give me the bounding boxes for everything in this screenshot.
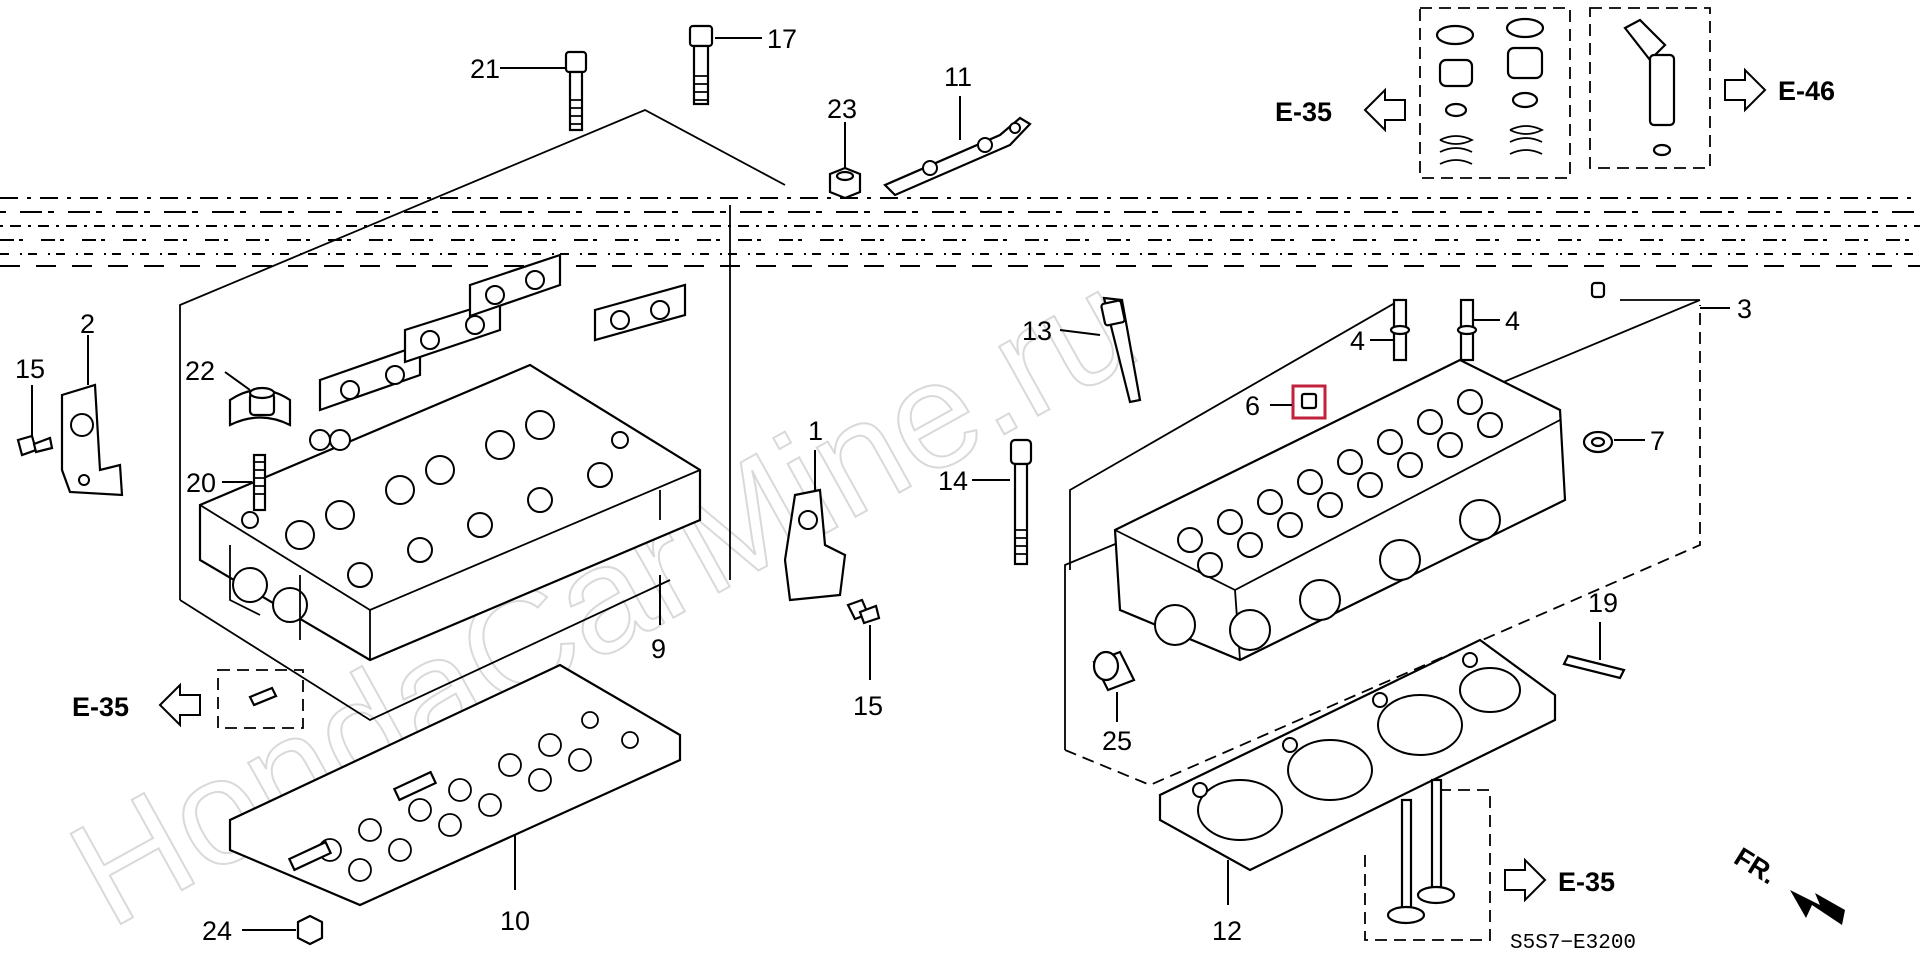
callout-12: 12 xyxy=(1212,916,1242,946)
callout-7: 7 xyxy=(1650,426,1665,456)
stud-20 xyxy=(252,453,267,512)
callout-17: 17 xyxy=(767,24,797,54)
arrow-e35-top[interactable]: E-35 xyxy=(1275,87,1406,133)
callout-4-a: 4 xyxy=(1350,326,1365,356)
callout-15-left: 15 xyxy=(15,354,45,384)
scan-artifact-band xyxy=(0,197,1920,267)
ref-label-e35-top: E-35 xyxy=(1275,97,1332,127)
injector-box xyxy=(1589,7,1711,169)
callout-10: 10 xyxy=(500,906,530,936)
bolt-21 xyxy=(564,50,588,132)
ref-label-e35-bottom: E-35 xyxy=(1558,867,1615,897)
head-gasket-12 xyxy=(1158,638,1557,872)
callout-15-right: 15 xyxy=(853,691,883,721)
camshaft-holder-9 xyxy=(198,363,702,662)
callout-3: 3 xyxy=(1737,294,1752,324)
callout-24: 24 xyxy=(202,916,232,946)
sealing-plug xyxy=(1590,281,1606,299)
bolt-15-right xyxy=(846,598,881,625)
valve-guide-4-b xyxy=(1456,298,1478,362)
callout-20: 20 xyxy=(186,468,216,498)
valves-box xyxy=(1364,778,1491,941)
callout-9: 9 xyxy=(651,634,666,664)
head-bolt-14 xyxy=(1009,438,1033,566)
callout-4-b: 4 xyxy=(1505,306,1520,336)
watermark-text: HondaCarMine.ru xyxy=(44,237,1161,958)
cap-nut-22 xyxy=(248,386,276,417)
arrow-e46[interactable]: E-46 xyxy=(1724,67,1835,113)
valve-guide-4-a xyxy=(1389,298,1411,362)
drawing-code: S5S7−E3200 xyxy=(1510,932,1636,955)
callout-19: 19 xyxy=(1588,588,1618,618)
nut-24 xyxy=(296,914,324,946)
part-6-nozzle-seal xyxy=(1300,392,1318,410)
bracket-2 xyxy=(60,383,124,497)
left-group-frame xyxy=(179,109,786,722)
bolt-17 xyxy=(688,24,714,106)
oil-pipe-11 xyxy=(883,116,1032,197)
callouts: 21 17 23 11 2 15 22 20 1 9 15 10 xyxy=(15,24,1752,946)
bolt-15-left xyxy=(16,434,54,457)
callout-11: 11 xyxy=(944,62,972,92)
stud-19 xyxy=(1562,654,1626,680)
highlight-box-part-6 xyxy=(1291,384,1327,420)
dowel-pin-box xyxy=(217,669,304,729)
nut-23 xyxy=(828,166,862,200)
cam-holder-gasket-10 xyxy=(228,663,682,907)
callout-2: 2 xyxy=(80,309,95,339)
glow-plug-13 xyxy=(1100,296,1142,404)
callout-14: 14 xyxy=(938,466,968,496)
valve-spring-box xyxy=(1419,7,1571,179)
callout-22: 22 xyxy=(185,356,215,386)
front-direction-indicator: FR. xyxy=(1729,842,1845,925)
callout-1: 1 xyxy=(808,416,823,446)
front-label: FR. xyxy=(1729,842,1782,890)
ref-label-e46: E-46 xyxy=(1778,76,1835,106)
engine-hanger-1 xyxy=(783,488,847,602)
arrow-e35-left[interactable]: E-35 xyxy=(72,682,201,728)
callout-21: 21 xyxy=(470,54,500,84)
arrow-e35-bottom[interactable]: E-35 xyxy=(1504,857,1615,903)
ref-label-e35-left: E-35 xyxy=(72,692,129,722)
callout-25: 25 xyxy=(1102,726,1132,756)
callout-6: 6 xyxy=(1245,391,1260,421)
callout-23: 23 xyxy=(827,94,857,124)
seal-25 xyxy=(1092,650,1136,692)
seal-7 xyxy=(1582,430,1614,454)
cylinder-head-3 xyxy=(1113,358,1567,662)
callout-13: 13 xyxy=(1022,316,1052,346)
